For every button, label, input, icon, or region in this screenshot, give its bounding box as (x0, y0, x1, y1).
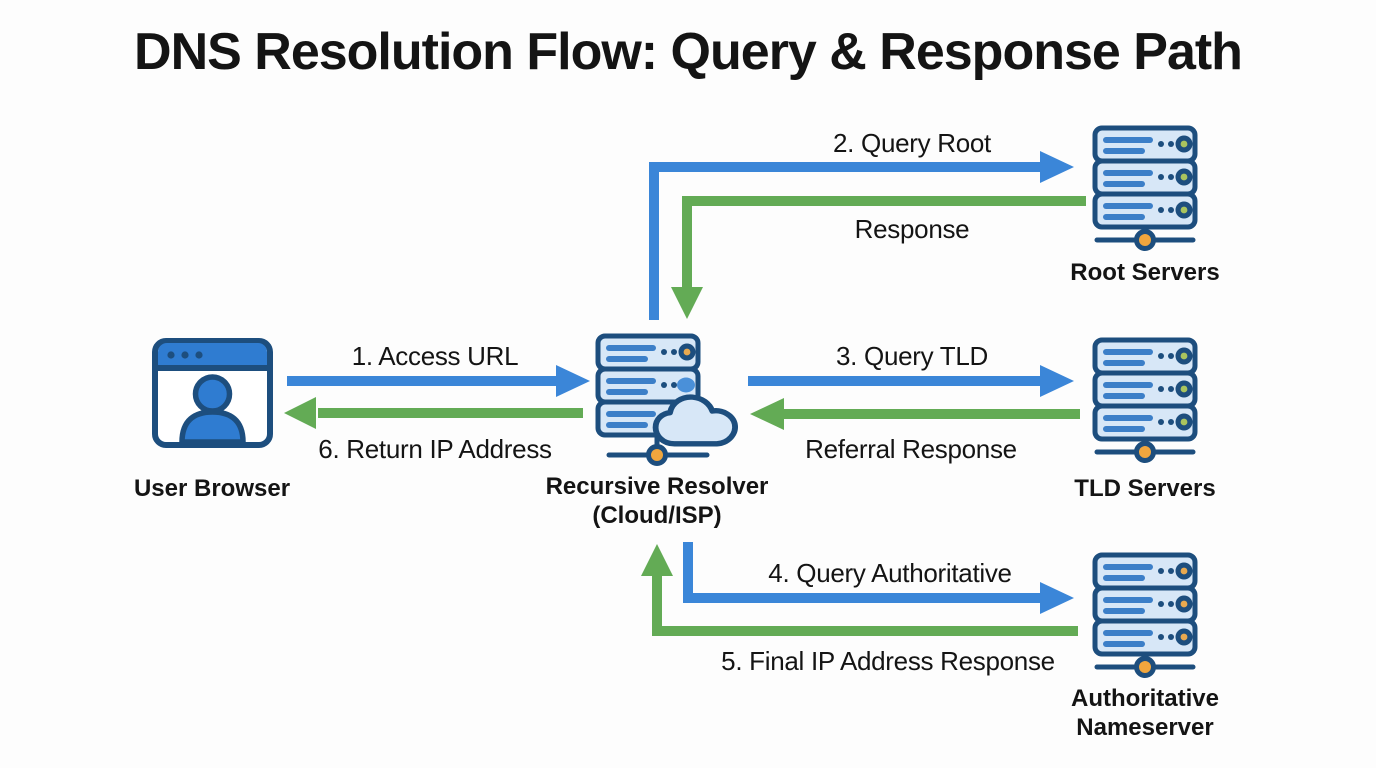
status-led (677, 377, 695, 393)
query-authoritative-arrow (683, 542, 1074, 614)
authoritative-nameserver-label-line2: Nameserver (1076, 714, 1214, 741)
edge-label-final-response: 5. Final IP Address Response (721, 646, 1055, 676)
edge-label-query-authoritative: 4. Query Authoritative (768, 558, 1012, 588)
recursive-resolver-icon (595, 333, 740, 468)
return-ip-arrow (284, 397, 583, 429)
page-title: DNS Resolution Flow: Query & Response Pa… (134, 23, 1243, 81)
person-body (179, 409, 246, 445)
authoritative-nameserver-icon (1092, 552, 1198, 678)
edge-label-query-root: 2. Query Root (833, 128, 991, 158)
edge-label-root-response: Response (854, 214, 970, 244)
referral-response-arrow (750, 398, 1080, 430)
edge-label-referral-response: Referral Response (805, 434, 1017, 464)
network-node-dot (1134, 229, 1156, 251)
root-response-arrow (671, 196, 1086, 319)
network-node-dot (1134, 441, 1156, 463)
tld-servers-icon (1092, 337, 1198, 463)
final-response-arrow (641, 544, 1078, 636)
recursive-resolver-label-line2: (Cloud/ISP) (592, 502, 722, 529)
user-browser-icon (152, 338, 273, 448)
root-servers-label: Root Servers (1070, 259, 1220, 286)
root-servers-icon (1092, 125, 1198, 251)
query-tld-arrow (748, 365, 1074, 397)
cloud-icon (652, 394, 738, 447)
edge-label-query-tld: 3. Query TLD (836, 341, 988, 371)
access-url-arrow (287, 365, 590, 397)
tld-servers-label: TLD Servers (1074, 475, 1216, 502)
network-node-dot (1134, 656, 1156, 678)
edge-label-access-url: 1. Access URL (351, 341, 519, 371)
user-browser-label: User Browser (133, 475, 291, 502)
authoritative-nameserver-label-line1: Authoritative (1070, 685, 1220, 712)
edge-label-return-ip: 6. Return IP Address (318, 434, 552, 464)
network-node-dot (646, 444, 668, 466)
recursive-resolver-label-line1: Recursive Resolver (545, 473, 769, 500)
query-root-arrow (649, 151, 1074, 320)
person-head (192, 374, 233, 414)
